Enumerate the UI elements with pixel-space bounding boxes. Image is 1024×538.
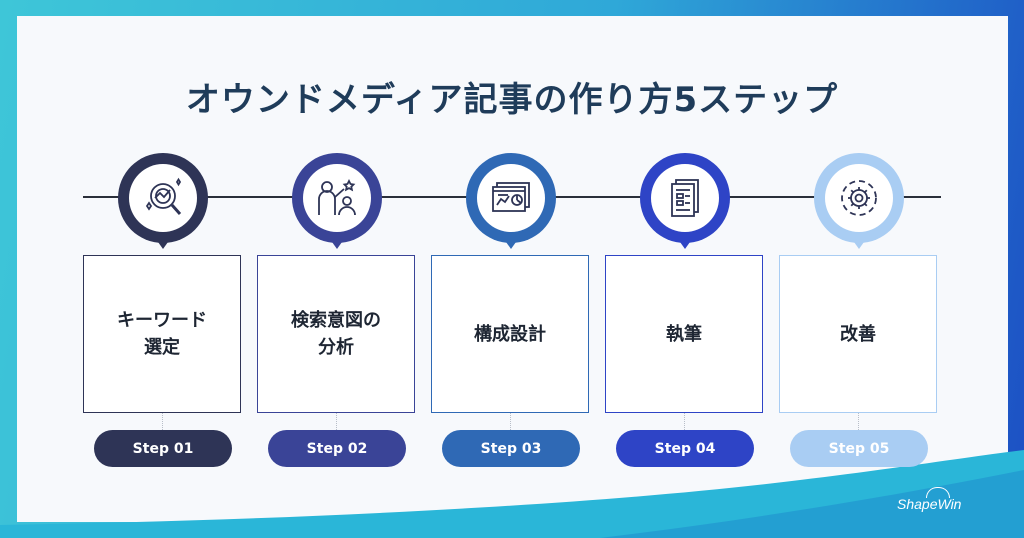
- step-2-connector: [336, 413, 337, 430]
- step-1-box: キーワード 選定: [83, 255, 241, 413]
- step-3: 構成設計 Step 03: [431, 0, 591, 538]
- step-4-badge: Step 04: [616, 430, 754, 467]
- step-5-connector: [858, 413, 859, 430]
- step-1-pin: [118, 153, 208, 249]
- step-3-label: 構成設計: [474, 323, 546, 345]
- step-3-connector: [510, 413, 511, 430]
- step-4: 執筆 Step 04: [605, 0, 765, 538]
- page-title: オウンドメディア記事の作り方5ステップ: [185, 80, 839, 120]
- step-1-badge: Step 01: [94, 430, 232, 467]
- step-5-pin: [814, 153, 904, 249]
- person-presentation-icon: [318, 178, 356, 216]
- analytics-magnifier-icon: [145, 177, 182, 215]
- step-5: 改善 Step 05: [779, 0, 939, 538]
- step-5-badge: Step 05: [790, 430, 928, 467]
- step-1-label: キーワード 選定: [117, 310, 207, 358]
- step-2-badge: Step 02: [268, 430, 406, 467]
- step-3-badge: Step 03: [442, 430, 580, 467]
- gear-cycle-icon: [841, 180, 877, 216]
- dashboard-chart-icon: [492, 182, 530, 212]
- step-1-connector: [162, 413, 163, 430]
- step-3-pin: [466, 153, 556, 249]
- step-3-box: 構成設計: [431, 255, 589, 413]
- step-2-box: 検索意図の 分析: [257, 255, 415, 413]
- step-4-connector: [684, 413, 685, 430]
- document-outline-icon: [671, 179, 699, 217]
- step-5-box: 改善: [779, 255, 937, 413]
- step-5-label: 改善: [840, 323, 876, 345]
- step-4-pin: [640, 153, 730, 249]
- step-2-pin: [292, 153, 382, 249]
- step-4-box: 執筆: [605, 255, 763, 413]
- step-1: キーワード 選定 Step 01: [83, 0, 243, 538]
- step-2: 検索意図の 分析 Step 02: [257, 0, 417, 538]
- step-2-label: 検索意図の 分析: [291, 310, 381, 358]
- shapewin-logo: ShapeWin: [897, 496, 962, 512]
- step-4-label: 執筆: [666, 323, 702, 345]
